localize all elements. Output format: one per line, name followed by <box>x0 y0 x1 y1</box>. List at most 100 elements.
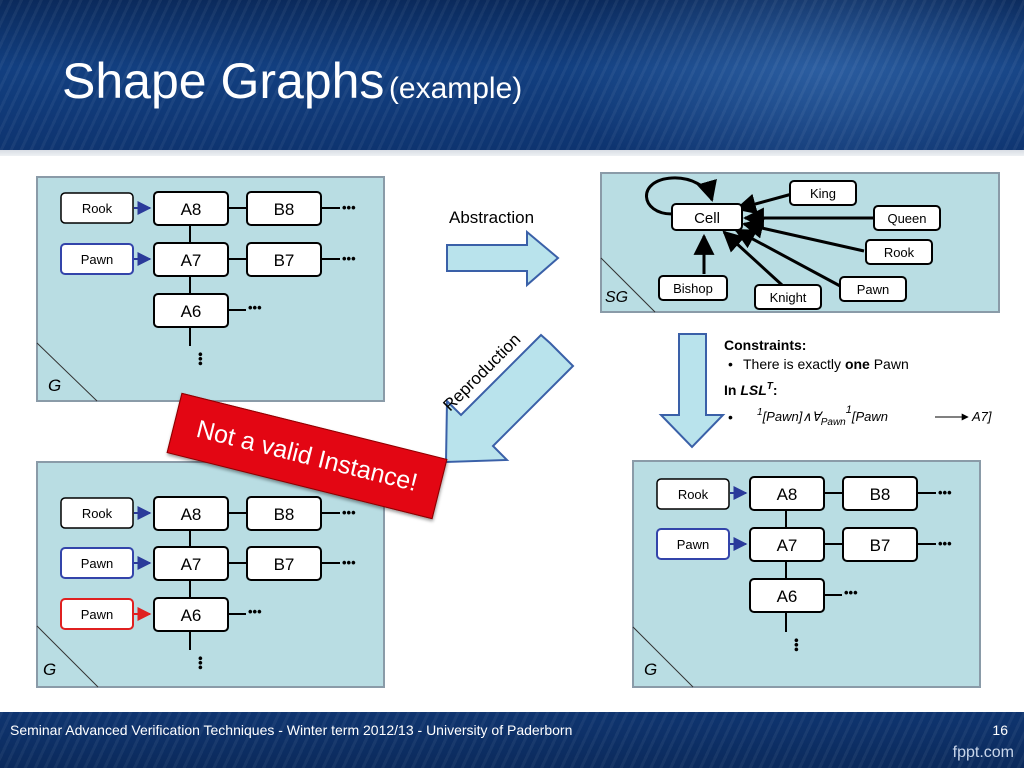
graph-top-left: G Rook Pawn A8 B8 A7 B7 A6 ••• ••• ••• •… <box>36 176 385 402</box>
node-rook-label: Rook <box>884 245 915 260</box>
abstraction-label: Abstraction <box>449 208 534 227</box>
corner-line <box>600 257 656 313</box>
node-knight-label: Knight <box>770 290 807 305</box>
ellipsis-b8: ••• <box>342 505 356 520</box>
title-main: Shape Graphs <box>62 53 385 109</box>
node-bishop-label: Bishop <box>673 281 713 296</box>
edge-cell-self-loop <box>645 176 717 216</box>
graph-bottom-left: G Rook Pawn Pawn A8 B8 A7 B7 A6 ••• ••• … <box>36 461 385 688</box>
node-a6-label: A6 <box>777 587 798 606</box>
constraints-heading: Constraints: <box>724 337 806 353</box>
node-king <box>789 180 857 206</box>
reproduction-arrow: Reproduction <box>439 330 575 464</box>
slide-header <box>0 0 1024 150</box>
node-a6-label: A6 <box>181 302 202 321</box>
footer-texture <box>0 712 1024 768</box>
node-b7-label: B7 <box>274 251 295 270</box>
node-knight <box>754 284 822 310</box>
ellipsis-b8: ••• <box>938 485 952 500</box>
node-a8 <box>749 476 825 511</box>
node-a8-label: A8 <box>181 200 202 219</box>
node-a8 <box>153 191 229 226</box>
node-pawn-label: Pawn <box>677 537 710 552</box>
corner-line <box>36 342 98 402</box>
header-glow <box>560 0 1024 150</box>
formula-left: [Pawn]∧∀ <box>762 409 824 424</box>
node-rook <box>60 192 134 224</box>
edge-knight-cell <box>722 230 784 287</box>
slide-title: Shape Graphs (example) <box>62 52 522 110</box>
node-queen <box>873 205 941 231</box>
node-pawn <box>60 243 134 275</box>
node-a8-label: A8 <box>777 485 798 504</box>
down-arrow-shape <box>658 333 726 449</box>
node-pawn-label: Pawn <box>857 282 890 297</box>
slide-footer <box>0 712 1024 768</box>
node-a7-label: A7 <box>181 251 202 270</box>
node-pawn-invalid-label: Pawn <box>81 607 114 622</box>
page-number: 16 <box>992 722 1008 738</box>
node-rook-label: Rook <box>82 201 113 216</box>
formula-right: [Pawn <box>851 409 888 424</box>
node-b8-label: B8 <box>274 505 295 524</box>
graph-corner-label: G <box>644 660 657 679</box>
title-subtitle: (example) <box>388 72 523 105</box>
ellipsis-b7: ••• <box>342 251 356 266</box>
corner-line <box>36 625 99 688</box>
constraint-1-post: Pawn <box>870 356 909 372</box>
node-rook-label: Rook <box>678 487 709 502</box>
edge-pawn-cell <box>734 228 843 289</box>
graph-bottom-right: G Rook Pawn A8 B8 A7 B7 A6 ••• ••• ••• •… <box>632 460 981 688</box>
ellipsis-down: ••• <box>789 638 804 652</box>
node-cell-label: Cell <box>694 210 720 227</box>
graph-corner-label: G <box>43 660 56 679</box>
node-a6 <box>749 578 825 613</box>
node-a7-label: A7 <box>181 555 202 574</box>
sg-corner-label: SG <box>605 289 628 306</box>
constraints-block: Constraints: • There is exactly one Pawn… <box>724 337 992 428</box>
formula-sup1: 1 <box>757 407 763 418</box>
node-a7 <box>153 546 229 581</box>
node-a6 <box>153 597 229 632</box>
ellipsis-b7: ••• <box>938 536 952 551</box>
node-a8 <box>153 496 229 531</box>
node-a6 <box>153 293 229 328</box>
abstraction-arrow: Abstraction <box>446 208 560 288</box>
formula-sup2: 1 <box>846 404 852 416</box>
formula: 1[Pawn]∧∀Pawn1[Pawn <box>757 404 888 428</box>
node-a8-label: A8 <box>181 505 202 524</box>
formula-target: A7] <box>971 409 992 424</box>
logic-in: In <box>724 382 740 398</box>
node-b7 <box>246 546 322 581</box>
node-pawn <box>839 276 907 302</box>
ellipsis-down: ••• <box>193 656 208 670</box>
edge-king-cell <box>734 192 793 215</box>
node-queen-label: Queen <box>887 211 926 226</box>
logic-line: In LSLT: <box>724 381 778 398</box>
node-a7 <box>153 242 229 277</box>
logic-name: LSL <box>740 382 766 398</box>
constraint-1-bold: one <box>845 356 870 372</box>
node-pawn-label: Pawn <box>81 252 114 267</box>
ellipsis-a6: ••• <box>248 604 262 619</box>
bullet-2: • <box>728 409 733 425</box>
ellipsis-a6: ••• <box>248 300 262 315</box>
abstraction-arrow-shape <box>446 229 560 288</box>
node-b7 <box>842 527 918 562</box>
footer-text: Seminar Advanced Verification Techniques… <box>10 722 573 738</box>
node-cell <box>671 203 743 231</box>
header-texture <box>0 0 1024 150</box>
node-pawn <box>656 528 730 560</box>
brand-logo: fppt.com <box>952 744 1014 761</box>
shape-graph: SG Cell King Queen Rook Pawn Knight Bish… <box>600 172 1000 313</box>
logic-sup: T <box>767 381 774 392</box>
node-rook <box>865 239 933 265</box>
formula-sub: Pawn <box>821 417 846 428</box>
ellipsis-b8: ••• <box>342 200 356 215</box>
logic-colon: : <box>773 382 778 398</box>
constraint-1-pre: There is exactly <box>743 356 845 372</box>
ellipsis-a6: ••• <box>844 585 858 600</box>
node-a7 <box>749 527 825 562</box>
node-rook <box>656 478 730 510</box>
